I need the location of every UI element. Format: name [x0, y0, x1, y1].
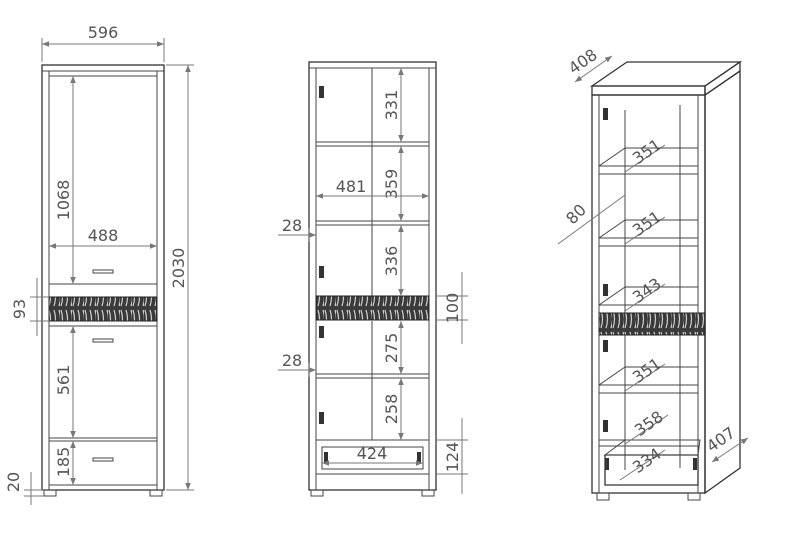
interior-side-28-upper-label: 28: [282, 216, 302, 235]
interior-shelf-336-label: 336: [382, 246, 401, 277]
dim-line-334: [619, 449, 666, 481]
front-drawer: [48, 440, 158, 486]
front-width-label: 596: [88, 23, 119, 42]
persp-shelf-5: [598, 439, 699, 447]
front-height-label: 2030: [169, 248, 188, 289]
interior-shelf-275-label: 275: [382, 333, 401, 364]
hinge-icon: [319, 412, 324, 424]
persp-decor-band: [598, 312, 706, 336]
front-drawer-handle: [92, 457, 114, 462]
persp-shelf-351-b-label: 351: [629, 207, 665, 240]
persp-top: [589, 61, 743, 87]
persp-shelf-1-depth: [598, 147, 626, 167]
persp-shelf-358-label: 358: [631, 407, 667, 440]
persp-shelf-2-depth: [598, 219, 626, 239]
front-view: 596 2030 1068 488 93 561 185 20: [4, 23, 194, 505]
perspective-view: 408 80 351 351 343 351 358 334 407: [557, 45, 749, 501]
interior-inner-width-label: 481: [336, 177, 367, 196]
interior-shelf-258-label: 258: [382, 394, 401, 425]
runner-icon: [324, 452, 328, 464]
dim-line-407: [711, 437, 749, 463]
lower-door-height-label: 561: [54, 365, 73, 396]
interior-foot-right: [421, 489, 435, 497]
persp-shelf-351-a-label: 351: [629, 135, 665, 168]
dim-line-351-c: [624, 363, 666, 392]
front-inner-width-label: 488: [88, 226, 119, 245]
front-foot-right: [149, 489, 163, 497]
runner-icon: [605, 458, 609, 470]
interior-drawer-height-label: 124: [443, 442, 462, 473]
hinge-icon: [319, 326, 324, 338]
hinge-icons: [319, 86, 421, 464]
persp-shelf-351-c-label: 351: [629, 354, 665, 387]
persp-foot-left: [596, 492, 610, 501]
persp-shelf-3: [598, 304, 699, 314]
persp-top-front: [591, 85, 706, 96]
runner-icon: [417, 452, 421, 464]
front-cabinet-outline: [41, 64, 165, 491]
front-lower-handle: [92, 338, 114, 343]
interior-drawer-box: [321, 446, 424, 470]
hinge-icon: [603, 108, 608, 120]
front-upper-door: [48, 75, 158, 285]
interior-shelf-3: [315, 373, 430, 379]
persp-top-side: [704, 60, 741, 97]
persp-shelf-4-depth: [598, 366, 626, 386]
persp-side-depth-label: 407: [703, 423, 739, 456]
interior-view: 331 359 336 275 258 481 28 28 100 424 12: [278, 61, 468, 497]
interior-side-28-lower-label: 28: [282, 351, 302, 370]
interior-cabinet-outline: [308, 61, 437, 491]
front-drawer-height-label: 185: [54, 447, 73, 478]
front-foot-left: [43, 489, 57, 497]
interior-decor-band: [315, 295, 430, 321]
persp-drawer-top: [603, 439, 701, 456]
hinge-icon: [319, 86, 324, 98]
persp-shelf-3-depth: [598, 286, 626, 306]
hinge-icon: [603, 284, 608, 296]
runner-icon: [693, 458, 697, 470]
persp-foot-right: [687, 492, 701, 501]
dim-line-408: [574, 55, 613, 83]
dim-line-343: [624, 283, 666, 312]
persp-shelf-343-label: 343: [629, 274, 665, 307]
persp-side-panel: [704, 69, 741, 495]
upper-door-height-label: 1068: [54, 180, 73, 221]
interior-drawer-width-label: 424: [357, 444, 388, 463]
persp-shelf-1: [598, 165, 699, 175]
persp-shelf-2: [598, 237, 699, 247]
front-band-height-label: 93: [10, 299, 29, 319]
dim-line-351-b: [624, 216, 666, 245]
front-lower-door: [48, 325, 158, 439]
interior-foot-left: [310, 489, 324, 497]
persp-shelf-4: [598, 384, 699, 394]
hinge-icon: [603, 340, 608, 352]
dim-line-351-a: [624, 144, 666, 173]
hinge-icon: [603, 420, 608, 432]
front-feet-height-label: 20: [4, 472, 23, 492]
front-decor-band: [48, 296, 158, 322]
interior-shelf-1: [315, 141, 430, 147]
dim-line-358: [624, 414, 669, 445]
dim-line-80: [557, 194, 626, 245]
interior-band-height-label: 100: [443, 293, 462, 324]
persp-drawer-334-label: 334: [629, 444, 665, 477]
interior-shelf-331-label: 331: [382, 90, 401, 121]
front-upper-handle: [92, 269, 114, 274]
interior-shelf-2: [315, 220, 430, 226]
hinge-icon: [319, 266, 324, 278]
persp-top-depth-label: 408: [565, 45, 601, 78]
interior-shelf-359-label: 359: [382, 169, 401, 200]
